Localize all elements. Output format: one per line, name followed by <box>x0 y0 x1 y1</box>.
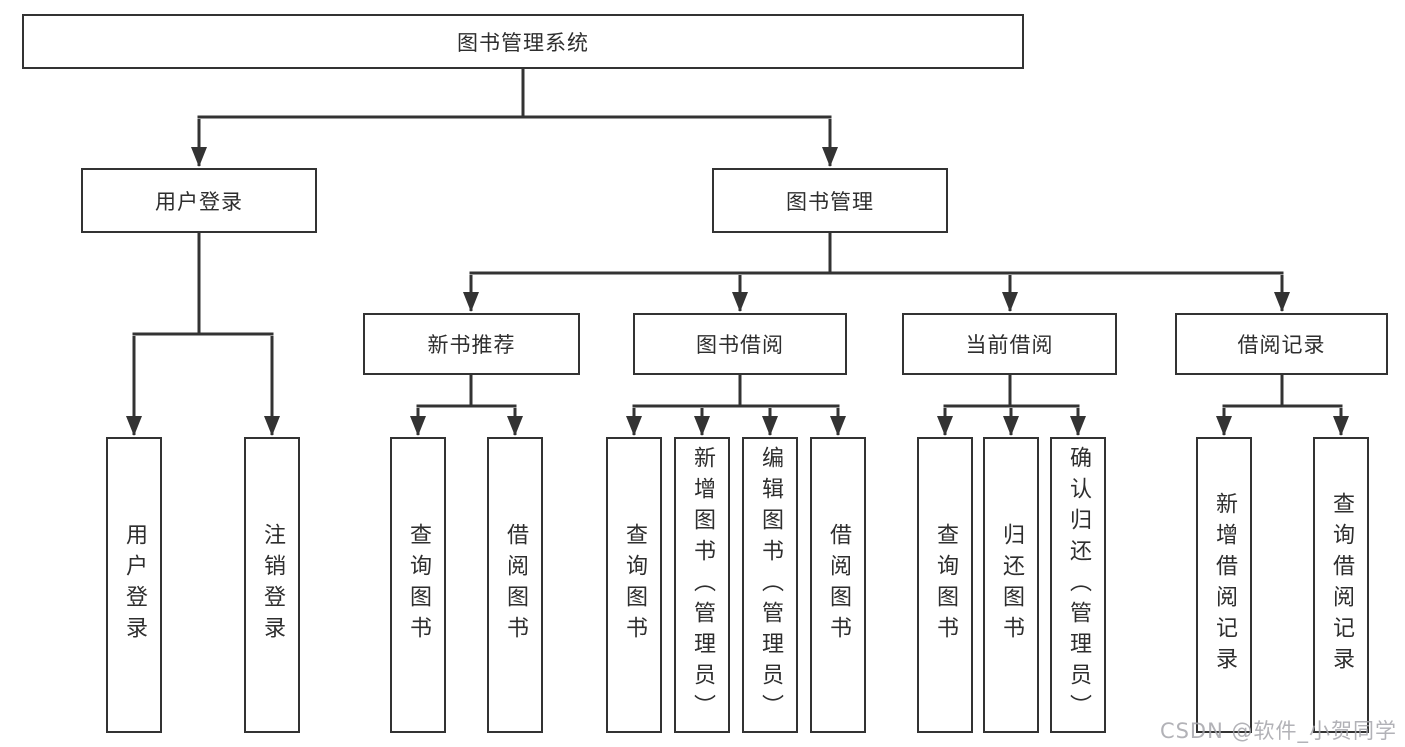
node-root-label: 图书管理系统 <box>457 30 589 55</box>
connector-user-login-junction <box>132 231 274 336</box>
leaf-current-query-label: 查询图书 <box>933 523 958 647</box>
node-new-book-recommend: 新书推荐 <box>363 313 580 375</box>
leaf-records-query-label: 查询借阅记录 <box>1329 492 1354 678</box>
leaf-borrow-borrow: 借阅图书 <box>810 437 866 733</box>
node-current-borrow: 当前借阅 <box>902 313 1117 375</box>
connector-root-junction <box>197 67 832 119</box>
leaf-logout: 注销登录 <box>244 437 300 733</box>
leaf-borrow-add-label: 新增图书（管理员） <box>690 445 715 725</box>
leaf-newbook-query-label: 查询图书 <box>406 523 431 647</box>
connector-new-book-junction <box>416 373 517 408</box>
leaf-current-return-label: 归还图书 <box>999 523 1024 647</box>
leaf-newbook-query: 查询图书 <box>390 437 446 733</box>
node-book-borrow-label: 图书借阅 <box>696 333 784 357</box>
leaf-records-query: 查询借阅记录 <box>1313 437 1369 733</box>
leaf-borrow-edit: 编辑图书（管理员） <box>742 437 798 733</box>
leaf-borrow-query-label: 查询图书 <box>622 523 647 647</box>
connector-book-borrow-junction <box>632 373 840 408</box>
leaf-records-add: 新增借阅记录 <box>1196 437 1252 733</box>
node-user-login: 用户登录 <box>81 168 317 233</box>
leaf-logout-label: 注销登录 <box>260 523 285 647</box>
node-book-management: 图书管理 <box>712 168 948 233</box>
leaf-current-confirm: 确认归还（管理员） <box>1050 437 1106 733</box>
node-borrow-records: 借阅记录 <box>1175 313 1388 375</box>
connector-borrow-records-junction <box>1222 373 1343 408</box>
leaf-borrow-query: 查询图书 <box>606 437 662 733</box>
node-new-book-recommend-label: 新书推荐 <box>427 333 516 357</box>
node-current-borrow-label: 当前借阅 <box>965 333 1054 357</box>
leaf-borrow-borrow-label: 借阅图书 <box>826 523 851 647</box>
connector-book-mgmt-junction <box>469 231 1284 275</box>
node-book-management-label: 图书管理 <box>786 189 874 214</box>
leaf-borrow-edit-label: 编辑图书（管理员） <box>758 445 783 725</box>
leaf-user-login-label: 用户登录 <box>122 523 147 647</box>
leaf-newbook-borrow: 借阅图书 <box>487 437 543 733</box>
leaf-current-query: 查询图书 <box>917 437 973 733</box>
connector-current-borrow-junction <box>943 373 1080 408</box>
node-book-borrow: 图书借阅 <box>633 313 847 375</box>
leaf-current-confirm-label: 确认归还（管理员） <box>1066 445 1091 725</box>
leaf-records-add-label: 新增借阅记录 <box>1212 492 1237 678</box>
leaf-current-return: 归还图书 <box>983 437 1039 733</box>
node-root: 图书管理系统 <box>22 14 1024 69</box>
csdn-watermark: CSDN @软件_小贺同学 <box>1159 719 1397 743</box>
leaf-borrow-add: 新增图书（管理员） <box>674 437 730 733</box>
node-user-login-label: 用户登录 <box>155 189 243 214</box>
leaf-user-login: 用户登录 <box>106 437 162 733</box>
leaf-newbook-borrow-label: 借阅图书 <box>503 523 528 647</box>
node-borrow-records-label: 借阅记录 <box>1237 333 1326 357</box>
